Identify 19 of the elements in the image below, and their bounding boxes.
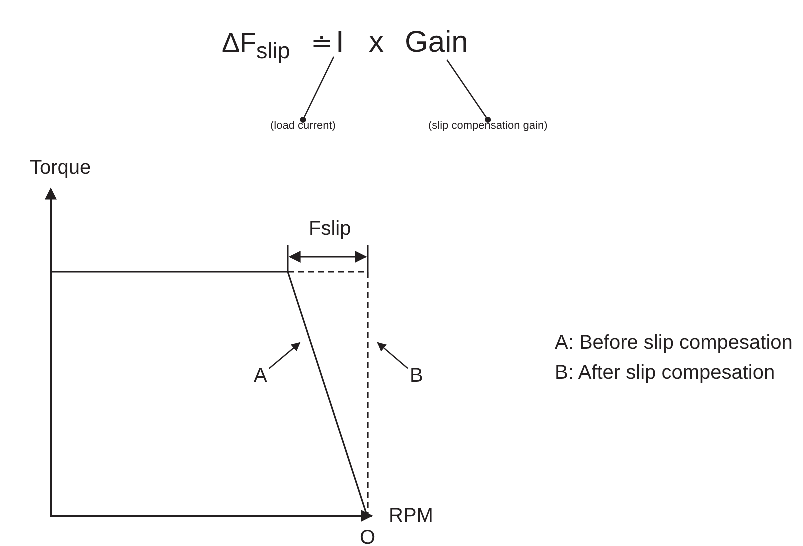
legend-text: A: Before slip compesation — [555, 333, 793, 353]
dimension-label: Fslip — [309, 219, 352, 239]
callout-arrow — [377, 342, 408, 370]
formula-term: Gain — [405, 28, 468, 58]
legend-text: B: After slip compesation — [555, 363, 776, 383]
formula-term: I — [336, 28, 344, 58]
leader-line — [446, 60, 492, 123]
axis-label: RPM — [389, 506, 434, 526]
formula-term: ΔF$_{slip}$ — [222, 30, 290, 63]
axis-label: Torque — [30, 158, 92, 178]
curve-label: A — [254, 366, 268, 386]
leader-line — [300, 56, 335, 123]
curve-label: B — [410, 366, 424, 386]
annotation-text: (slip compensation gain) — [428, 121, 548, 132]
multiply-sign: x — [369, 28, 384, 58]
callout-arrow — [268, 342, 301, 370]
annotation-text: (load current) — [270, 121, 336, 132]
approx-equal-sign: ≐ — [311, 30, 333, 56]
origin-label: O — [360, 528, 376, 546]
